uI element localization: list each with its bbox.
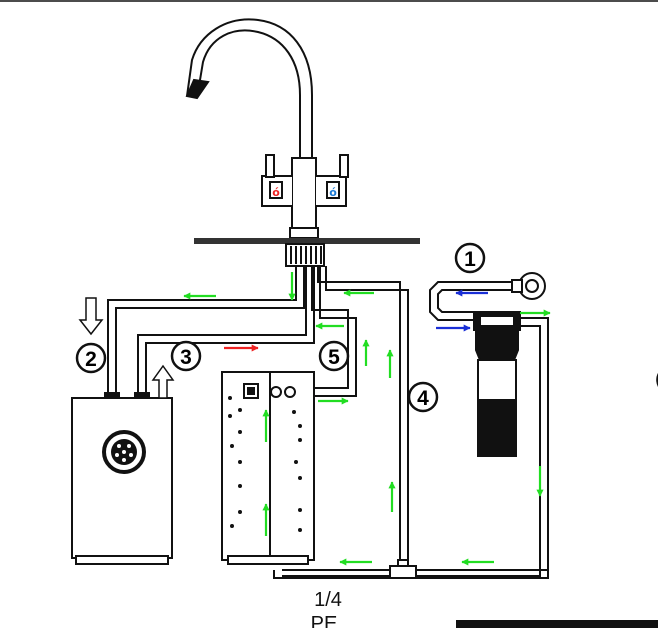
- filter-unit-icon: [221, 371, 315, 565]
- svg-text:1: 1: [464, 248, 476, 271]
- inlet-hollow-arrow: [78, 297, 104, 336]
- tap-thread-connector: [285, 243, 325, 267]
- flow-arrows: [183, 272, 551, 566]
- partial-marker-edge: [656, 373, 658, 387]
- svg-text:5: 5: [328, 346, 340, 369]
- svg-text:2: 2: [85, 348, 97, 371]
- tap-icon: [185, 18, 349, 239]
- cold-tap-mark: ó: [329, 186, 337, 199]
- pipes: [107, 266, 549, 579]
- boiler-icon: [71, 392, 173, 565]
- marker-2: 2: [75, 342, 107, 374]
- marker-1: 1: [454, 242, 486, 274]
- marker-5: 5: [318, 340, 350, 372]
- valve-icon: [511, 272, 546, 300]
- filter-cartridge-icon: [473, 311, 521, 457]
- sink-plate: [194, 238, 420, 244]
- hot-tap-mark: ó: [272, 186, 280, 199]
- bottom-right-bar: [456, 620, 658, 628]
- marker-4: 4: [407, 381, 439, 413]
- outlet-hollow-arrow: [151, 364, 175, 399]
- tee-connector-icon: [389, 559, 417, 579]
- marker-3: 3: [170, 340, 202, 372]
- pipe-size-label: 1/4: [314, 589, 342, 611]
- svg-text:3: 3: [180, 346, 192, 369]
- pipe-material-label: PE: [311, 613, 338, 628]
- svg-text:4: 4: [417, 387, 429, 410]
